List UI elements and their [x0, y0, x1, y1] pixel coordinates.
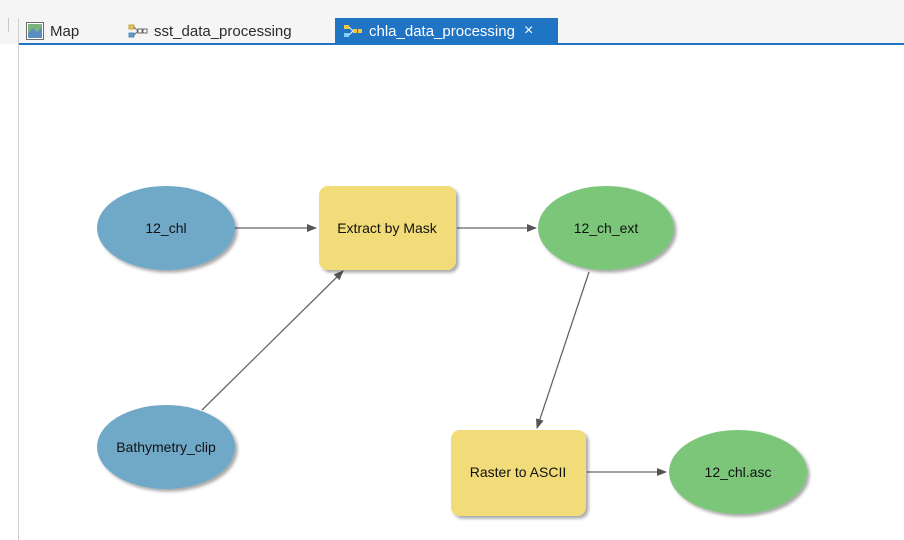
- connector-12chext-to-raster[interactable]: [536, 271, 590, 429]
- tab-sst-data-processing[interactable]: sst_data_processing: [128, 18, 292, 44]
- node-extract-by-mask[interactable]: Extract by Mask: [319, 186, 456, 270]
- map-icon: [26, 22, 44, 40]
- tab-map[interactable]: Map: [26, 18, 79, 44]
- close-icon[interactable]: ×: [523, 22, 534, 39]
- node-raster-to-ascii[interactable]: Raster to ASCII: [451, 430, 586, 516]
- model-canvas[interactable]: 12_chl Extract by Mask 12_ch_ext Bathyme…: [19, 45, 904, 540]
- tab-label: sst_data_processing: [154, 22, 292, 40]
- node-label: 12_chl: [145, 220, 186, 236]
- pane-edge-marker: [8, 18, 9, 32]
- node-label: Bathymetry_clip: [116, 439, 216, 455]
- tab-label: chla_data_processing: [369, 22, 515, 40]
- node-label: Extract by Mask: [337, 220, 438, 236]
- tab-strip: Map sst_data_processing chla_d: [0, 0, 904, 44]
- node-label: 12_chl.asc: [705, 464, 772, 480]
- node-12-chl-asc[interactable]: 12_chl.asc: [669, 430, 807, 514]
- tab-label: Map: [50, 22, 80, 40]
- connector-bathymetry-to-extract[interactable]: [201, 270, 344, 411]
- model-icon: [128, 24, 148, 38]
- node-12-ch-ext[interactable]: 12_ch_ext: [538, 186, 674, 270]
- node-12-chl[interactable]: 12_chl: [97, 186, 235, 270]
- pane-left-border: [18, 18, 19, 540]
- node-label: Raster to ASCII: [470, 464, 566, 480]
- node-bathymetry-clip[interactable]: Bathymetry_clip: [97, 405, 235, 489]
- model-diagram: 12_chl Extract by Mask 12_ch_ext Bathyme…: [97, 186, 807, 516]
- active-tab-underline: [18, 43, 904, 45]
- node-label: 12_ch_ext: [574, 220, 639, 236]
- tab-chla-data-processing[interactable]: chla_data_processing ×: [335, 18, 558, 44]
- model-icon: [344, 25, 362, 37]
